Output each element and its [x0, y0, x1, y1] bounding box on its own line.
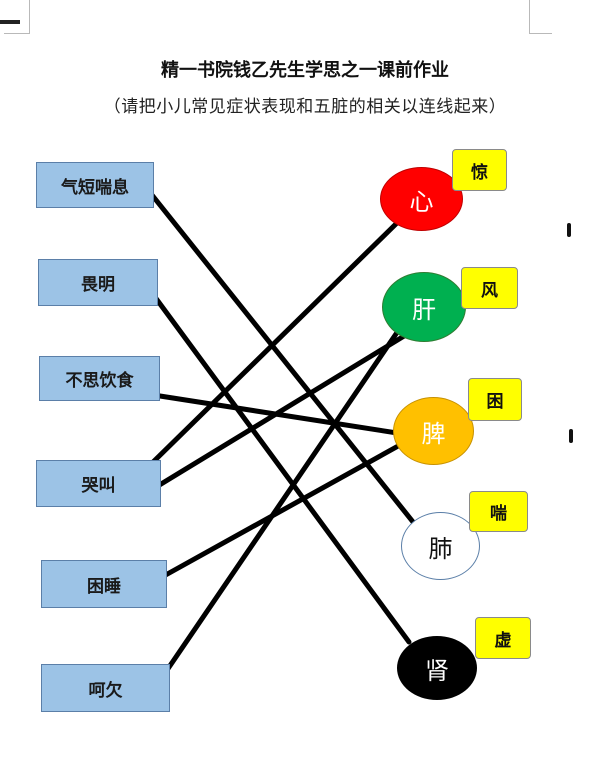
- tag-xu[interactable]: 虚: [475, 617, 531, 659]
- page-title: 精一书院钱乙先生学思之一课前作业: [161, 60, 449, 81]
- organ-circle-shen[interactable]: 肾: [397, 636, 477, 700]
- organ-circle-gan[interactable]: 肝: [382, 272, 466, 342]
- page-subtitle: （请把小儿常见症状表现和五脏的相关以连线起来）: [103, 97, 507, 117]
- symptom-box-kunshui[interactable]: 困睡: [41, 560, 167, 608]
- page-corner-mark-top-right: [529, 0, 552, 34]
- organ-circle-xin[interactable]: 心: [380, 167, 463, 231]
- text-cursor: [0, 20, 20, 24]
- symptom-box-haqian[interactable]: 呵欠: [41, 664, 170, 712]
- tag-feng[interactable]: 风: [461, 267, 518, 309]
- connection-line-busiyinshi-pi[interactable]: [157, 393, 413, 438]
- tag-chuan[interactable]: 喘: [469, 491, 528, 532]
- organ-circle-pi[interactable]: 脾: [393, 397, 474, 465]
- connection-line-weiming-shen[interactable]: [149, 290, 412, 645]
- symptom-box-weiming[interactable]: 畏明: [38, 259, 158, 306]
- page-corner-mark-top-left: [4, 0, 30, 34]
- connection-line-kujiao-xin[interactable]: [145, 214, 406, 470]
- connection-line-haqian-gan[interactable]: [160, 328, 401, 679]
- symptom-box-busiyinshi[interactable]: 不思饮食: [39, 356, 160, 401]
- connection-line-kujiao-gan[interactable]: [140, 330, 412, 498]
- selection-handle-upper[interactable]: [567, 223, 571, 237]
- tag-jing[interactable]: 惊: [452, 149, 507, 191]
- connection-line-qiduan-fei[interactable]: [145, 187, 428, 540]
- symptom-box-qiduanchuanxi[interactable]: 气短喘息: [36, 162, 154, 208]
- organ-circle-fei[interactable]: 肺: [401, 512, 480, 580]
- tag-kun[interactable]: 困: [468, 378, 522, 421]
- selection-handle-lower[interactable]: [569, 429, 573, 443]
- connection-line-kunshui-pi[interactable]: [159, 437, 412, 580]
- symptom-box-kujiao[interactable]: 哭叫: [36, 460, 161, 507]
